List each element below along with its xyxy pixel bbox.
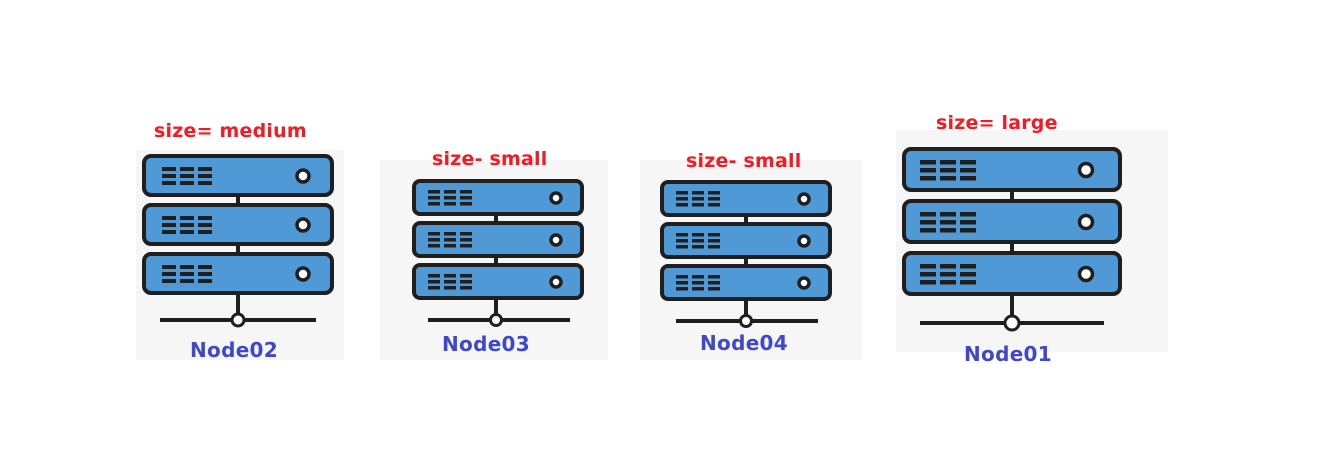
server-rack-icon	[902, 147, 1122, 332]
node-size-label: size= medium	[154, 120, 307, 142]
node-name-label: Node04	[700, 331, 788, 355]
server-rack-icon	[660, 180, 832, 328]
node-name-label: Node03	[442, 332, 530, 356]
server-rack-icon	[412, 179, 584, 327]
node-size-label: size- small	[686, 150, 802, 172]
node-size-label: size- small	[432, 148, 548, 170]
server-rack-icon	[142, 154, 334, 328]
node-size-label: size= large	[936, 112, 1058, 134]
node-name-label: Node01	[964, 342, 1052, 366]
node-name-label: Node02	[190, 338, 278, 362]
